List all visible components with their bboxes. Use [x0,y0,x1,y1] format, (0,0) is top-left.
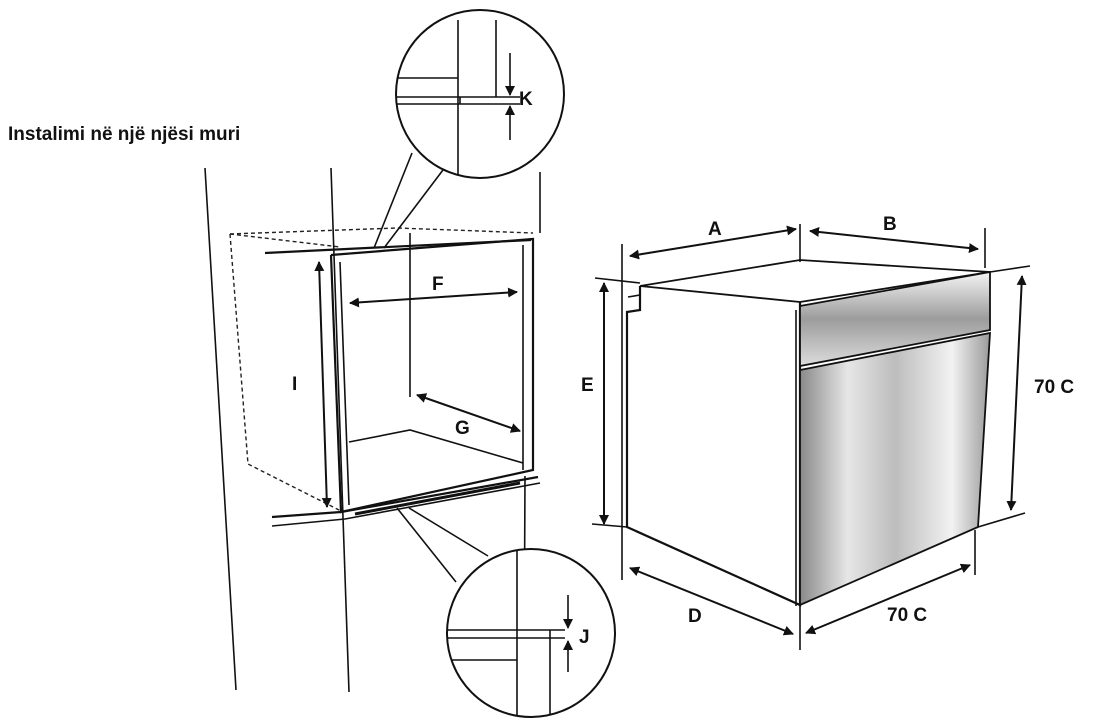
wall-unit-dimensions: F G I [292,261,521,508]
label-j: J [579,627,590,648]
label-f: F [432,274,444,295]
label-k: K [519,89,533,110]
label-d: D [688,606,702,627]
label-height: 70 C [1034,377,1074,398]
detail-circle-k: K [395,9,565,179]
detail-circle-j: J [446,548,616,718]
diagram-title: Instalimi në një njësi muri [8,124,241,145]
label-g: G [455,418,470,439]
label-width: 70 C [887,605,927,626]
oven-dimensions: A B E 70 C D 70 C [581,214,1074,650]
oven [625,259,991,607]
label-i: I [292,374,297,395]
label-e: E [581,375,594,396]
label-a: A [708,219,722,240]
label-b: B [883,214,897,235]
